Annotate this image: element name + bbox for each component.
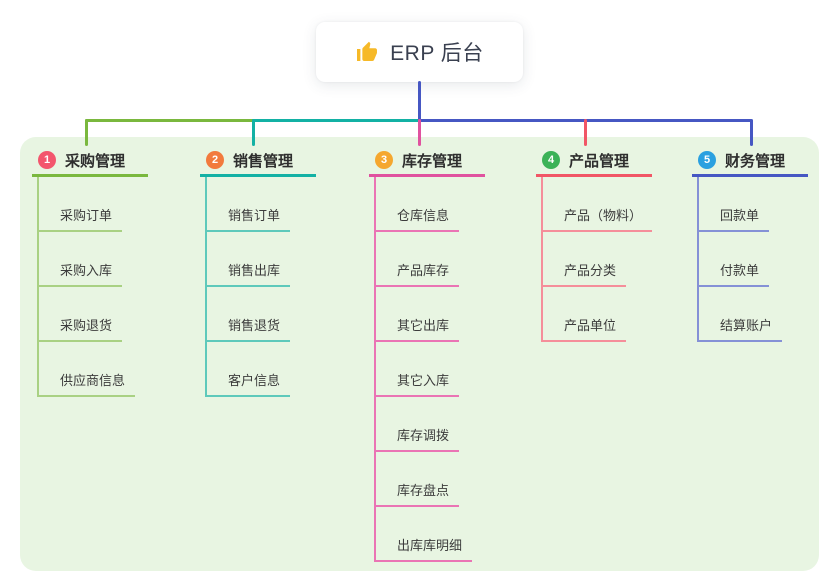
tree-item: 库存盘点: [376, 452, 525, 507]
tree-item-label[interactable]: 出库库明细: [376, 535, 473, 562]
tree-item-label[interactable]: 采购订单: [39, 205, 123, 232]
tree-item-label[interactable]: 供应商信息: [39, 370, 136, 397]
tree-item-label[interactable]: 回款单: [699, 205, 770, 232]
tree-item-label[interactable]: 销售订单: [207, 205, 291, 232]
branch-connector-line: [85, 119, 88, 146]
branch-items: 仓库信息 产品库存 其它出库 其它入库 库存调拨 库存盘点 出库库明细: [374, 177, 525, 562]
branch-header[interactable]: 4 产品管理: [536, 146, 652, 177]
tree-item-label[interactable]: 采购入库: [39, 260, 123, 287]
connector-trunk-left: [85, 119, 254, 122]
tree-item: 结算账户: [699, 287, 839, 342]
branch-title: 产品管理: [569, 152, 630, 170]
branch-connector-line: [584, 119, 587, 146]
tree-item-label[interactable]: 销售退货: [207, 315, 291, 342]
tree-item: 其它入库: [376, 342, 525, 397]
tree-item: 产品库存: [376, 232, 525, 287]
tree-item-label[interactable]: 产品（物料）: [543, 205, 653, 232]
branch-header[interactable]: 2 销售管理: [200, 146, 316, 177]
tree-item: 出库库明细: [376, 507, 525, 562]
tree-item-label[interactable]: 库存调拨: [376, 425, 460, 452]
tree-item: 回款单: [699, 177, 839, 232]
tree-item: 产品分类: [543, 232, 692, 287]
branch-title: 财务管理: [725, 152, 786, 170]
tree-item-label[interactable]: 销售出库: [207, 260, 291, 287]
branch-connector-line: [252, 119, 255, 146]
branch: 2 销售管理 销售订单 销售出库 销售退货 客户信息: [200, 146, 356, 397]
thumbs-up-icon: [355, 40, 379, 64]
tree-item-label[interactable]: 产品单位: [543, 315, 627, 342]
tree-item: 仓库信息: [376, 177, 525, 232]
branch: 1 采购管理 采购订单 采购入库 采购退货 供应商信息: [32, 146, 188, 397]
branch-title: 库存管理: [402, 152, 463, 170]
branch-number-badge: 3: [375, 151, 393, 169]
tree-item-label[interactable]: 产品分类: [543, 260, 627, 287]
branch-connector-line: [418, 119, 421, 146]
branch-title: 销售管理: [233, 152, 294, 170]
tree-item-label[interactable]: 仓库信息: [376, 205, 460, 232]
tree-item-label[interactable]: 其它入库: [376, 370, 460, 397]
tree-item: 付款单: [699, 232, 839, 287]
tree-item-label[interactable]: 其它出库: [376, 315, 460, 342]
tree-item-label[interactable]: 库存盘点: [376, 480, 460, 507]
branch-items: 销售订单 销售出库 销售退货 客户信息: [205, 177, 356, 397]
tree-item: 客户信息: [207, 342, 356, 397]
tree-item-label[interactable]: 结算账户: [699, 315, 783, 342]
branch-number-badge: 2: [206, 151, 224, 169]
branch: 4 产品管理 产品（物料） 产品分类 产品单位: [536, 146, 692, 342]
connector-trunk-mid: [252, 119, 420, 122]
branch-number-badge: 1: [38, 151, 56, 169]
branch-number-badge: 4: [542, 151, 560, 169]
branch-header[interactable]: 1 采购管理: [32, 146, 148, 177]
branch-header[interactable]: 5 财务管理: [692, 146, 808, 177]
branch-items: 产品（物料） 产品分类 产品单位: [541, 177, 692, 342]
tree-item: 采购退货: [39, 287, 188, 342]
tree-item: 销售退货: [207, 287, 356, 342]
tree-item: 库存调拨: [376, 397, 525, 452]
branch-items: 采购订单 采购入库 采购退货 供应商信息: [37, 177, 188, 397]
branch-items: 回款单 付款单 结算账户: [697, 177, 839, 342]
tree-item: 销售出库: [207, 232, 356, 287]
tree-item-label[interactable]: 付款单: [699, 260, 770, 287]
tree-item-label[interactable]: 采购退货: [39, 315, 123, 342]
branch-number-badge: 5: [698, 151, 716, 169]
root-title: ERP 后台: [390, 42, 484, 65]
branch: 5 财务管理 回款单 付款单 结算账户: [692, 146, 839, 342]
branch: 3 库存管理 仓库信息 产品库存 其它出库 其它入库 库存调拨 库存盘点 出库库…: [369, 146, 525, 562]
root-connector-line: [418, 81, 421, 122]
root-node[interactable]: ERP 后台: [316, 22, 523, 82]
tree-item: 产品（物料）: [543, 177, 692, 232]
tree-item: 供应商信息: [39, 342, 188, 397]
tree-item: 采购订单: [39, 177, 188, 232]
branch-header[interactable]: 3 库存管理: [369, 146, 485, 177]
tree-item: 采购入库: [39, 232, 188, 287]
tree-item: 销售订单: [207, 177, 356, 232]
tree-item-label[interactable]: 客户信息: [207, 370, 291, 397]
tree-item: 其它出库: [376, 287, 525, 342]
tree-item: 产品单位: [543, 287, 692, 342]
branch-connector-line: [750, 119, 753, 146]
tree-item-label[interactable]: 产品库存: [376, 260, 460, 287]
branch-title: 采购管理: [65, 152, 126, 170]
branches-panel: [20, 137, 819, 571]
